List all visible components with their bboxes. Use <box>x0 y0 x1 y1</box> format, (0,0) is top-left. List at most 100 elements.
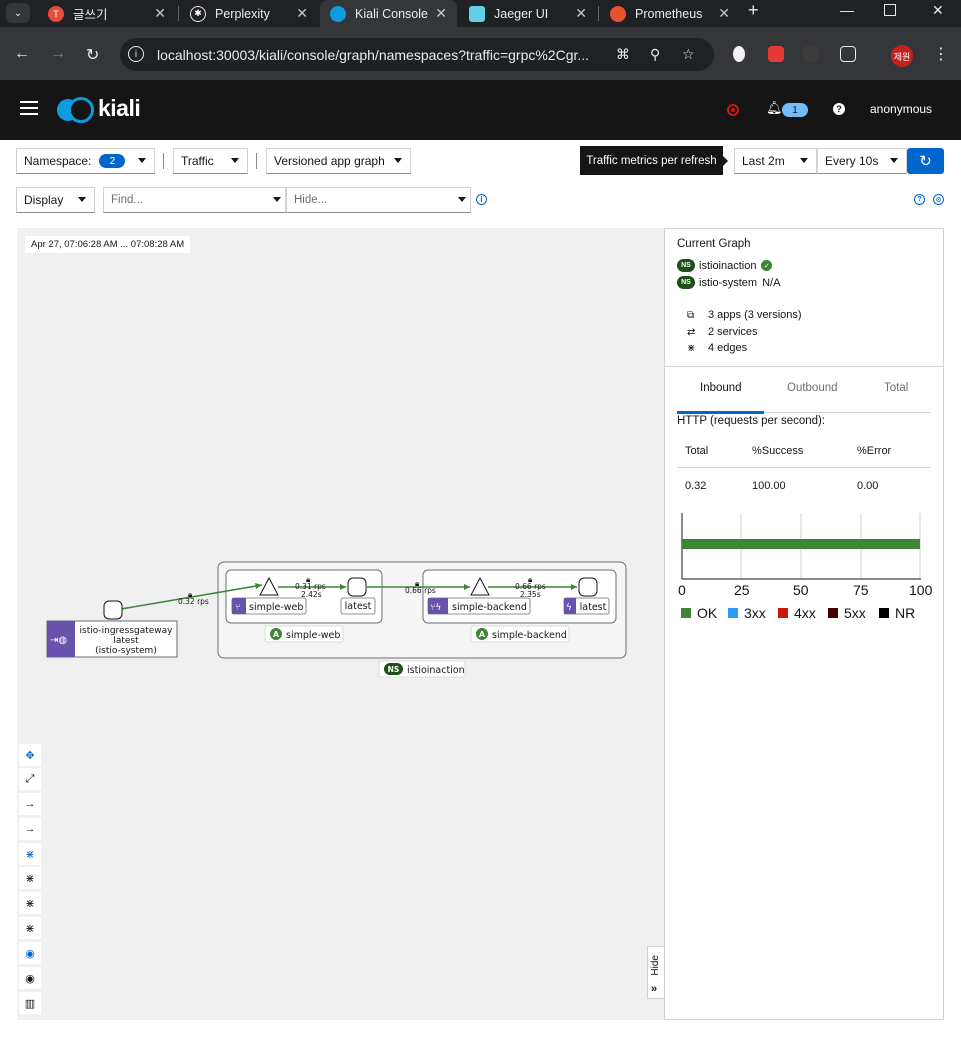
tab-search-button[interactable]: ⌄ <box>6 3 30 23</box>
hide-input[interactable]: Hide... <box>286 187 471 213</box>
service-badge <box>232 598 246 614</box>
col-total: Total <box>685 445 709 457</box>
service-name: simple-web <box>249 602 303 613</box>
extension-icon[interactable] <box>803 46 819 62</box>
legend-3xx[interactable]: 3xx <box>728 605 766 621</box>
favicon-icon: ✱ <box>190 5 206 22</box>
hamburger-menu-icon[interactable] <box>20 101 38 115</box>
window-close-button[interactable]: ✕ <box>932 2 944 18</box>
layout-default-icon[interactable]: ⋇ <box>19 843 41 865</box>
close-icon[interactable]: ✕ <box>575 5 587 21</box>
extensions-puzzle-icon[interactable] <box>840 46 856 62</box>
legend-5xx[interactable]: 5xx <box>828 605 866 621</box>
legend-label: 5xx <box>844 605 866 621</box>
legend-nr[interactable]: NR <box>879 605 915 621</box>
caret-down-icon[interactable] <box>458 197 466 202</box>
expand-icon[interactable]: ⤢ <box>19 768 41 790</box>
duration-label: Last 2m <box>742 154 785 168</box>
caret-down-icon[interactable] <box>273 197 281 202</box>
value-total: 0.32 <box>685 480 707 492</box>
display-dropdown[interactable]: Display <box>16 187 95 213</box>
ingress-workload-node[interactable] <box>103 600 123 620</box>
help-icon[interactable]: ? <box>833 103 845 115</box>
app-badge-letter: A <box>273 630 280 639</box>
layout-3-icon[interactable]: ⋇ <box>19 917 41 939</box>
refresh-interval-dropdown[interactable]: Every 10s <box>817 148 907 174</box>
ns-badge: NS <box>677 276 695 289</box>
new-tab-button[interactable]: + <box>748 0 759 20</box>
edge-ingress-to-web[interactable] <box>120 584 263 610</box>
browser-tab-1[interactable]: T 글쓰기 ✕ <box>38 0 176 27</box>
namespace-layout-2-icon[interactable]: ◉ <box>19 967 41 989</box>
kiali-logo-ring <box>68 97 94 123</box>
reload-button[interactable]: ↻ <box>86 47 100 64</box>
layout-tb-icon[interactable]: → <box>19 818 41 840</box>
legend-ok[interactable]: OK <box>681 605 717 621</box>
close-icon[interactable]: ✕ <box>296 5 308 21</box>
legend-4xx[interactable]: 4xx <box>778 605 816 621</box>
workload-node-simple-backend[interactable] <box>578 577 598 597</box>
tab-outbound[interactable]: Outbound <box>787 382 838 394</box>
back-button[interactable]: ← <box>14 45 30 62</box>
namespace-row-istio-system[interactable]: NS istio-system N/A <box>677 276 780 289</box>
extension-icon[interactable] <box>768 46 784 62</box>
user-menu[interactable]: anonymous <box>870 102 933 116</box>
traffic-dropdown[interactable]: Traffic <box>173 148 248 174</box>
layout-1-icon[interactable]: ⋇ <box>19 867 41 889</box>
profile-avatar[interactable]: 제원 <box>891 45 913 67</box>
refresh-button[interactable]: ↻ <box>907 148 944 174</box>
stat-services: ⇄ 2 services <box>687 326 758 338</box>
info-icon[interactable]: i <box>476 194 487 205</box>
edges-count: 4 edges <box>708 342 748 354</box>
find-input[interactable]: Find... <box>103 187 286 213</box>
namespace-name: istioinaction <box>699 259 757 272</box>
browser-tab-5[interactable]: Prometheus ✕ <box>600 0 740 27</box>
hide-panel-toggle[interactable]: Hide » <box>647 946 664 999</box>
browser-tab-2[interactable]: ✱ Perplexity ✕ <box>180 0 318 27</box>
namespace-layout-1-icon[interactable]: ◉ <box>19 942 41 964</box>
site-info-icon[interactable]: i <box>128 46 144 62</box>
service-node-simple-backend[interactable] <box>470 576 490 596</box>
close-icon[interactable]: ✕ <box>718 5 730 21</box>
notification-badge[interactable]: 1 <box>782 103 808 117</box>
version-label: latest <box>345 601 372 612</box>
layout-2-icon[interactable]: ⋇ <box>19 892 41 914</box>
workload-node-simple-web[interactable] <box>347 577 367 597</box>
bell-icon[interactable]: 🔔︎ <box>766 100 783 115</box>
namespace-row-istioinaction[interactable]: NS istioinaction ✓ <box>677 259 773 272</box>
service-node-simple-web[interactable] <box>259 576 279 596</box>
graph-legend-icon[interactable]: ⚙ <box>933 194 944 205</box>
istio-status-icon[interactable] <box>727 104 739 116</box>
namespace-dropdown[interactable]: Namespace: 2 <box>16 148 155 174</box>
address-bar[interactable]: i localhost:30003/kiali/console/graph/na… <box>120 38 714 71</box>
close-icon[interactable]: ✕ <box>435 5 447 21</box>
ok-bar[interactable] <box>682 539 920 549</box>
forward-button[interactable]: → <box>50 45 66 62</box>
translate-icon[interactable]: ⌘ <box>616 46 630 62</box>
minimize-button[interactable]: — <box>840 2 854 18</box>
help-tour-icon[interactable]: ? <box>914 194 925 205</box>
bookmark-star-icon[interactable]: ☆ <box>682 46 695 62</box>
kiali-brand[interactable]: kiali <box>98 95 141 121</box>
virtual-service-icon: ⑂ϟ <box>430 603 441 613</box>
caret-down-icon <box>138 158 146 163</box>
graph-type-dropdown[interactable]: Versioned app graph <box>266 148 411 174</box>
stat-apps: ⧉ 3 apps (3 versions) <box>687 309 802 321</box>
legend-map-icon[interactable]: ▥ <box>19 992 41 1014</box>
extension-icon[interactable] <box>733 46 745 62</box>
tab-total[interactable]: Total <box>884 382 909 394</box>
traffic-label: Traffic <box>181 154 214 168</box>
close-icon[interactable]: ✕ <box>154 5 166 21</box>
maximize-button[interactable] <box>884 4 896 16</box>
layout-lr-icon[interactable]: → <box>19 793 41 815</box>
tab-inbound[interactable]: Inbound <box>700 382 742 394</box>
mtls-lock-icon: 🔒︎ <box>188 590 192 599</box>
namespace-label: Namespace: <box>24 154 92 168</box>
browser-tab-4[interactable]: Jaeger UI ✕ <box>459 0 597 27</box>
browser-tab-3[interactable]: Kiali Console ✕ <box>320 0 457 27</box>
zoom-icon[interactable]: ⚲ <box>650 46 661 62</box>
duration-dropdown[interactable]: Last 2m <box>734 148 817 174</box>
zoom-to-fit-icon[interactable]: ✥ <box>19 744 41 766</box>
chrome-menu-icon[interactable]: ⋮ <box>933 46 949 63</box>
